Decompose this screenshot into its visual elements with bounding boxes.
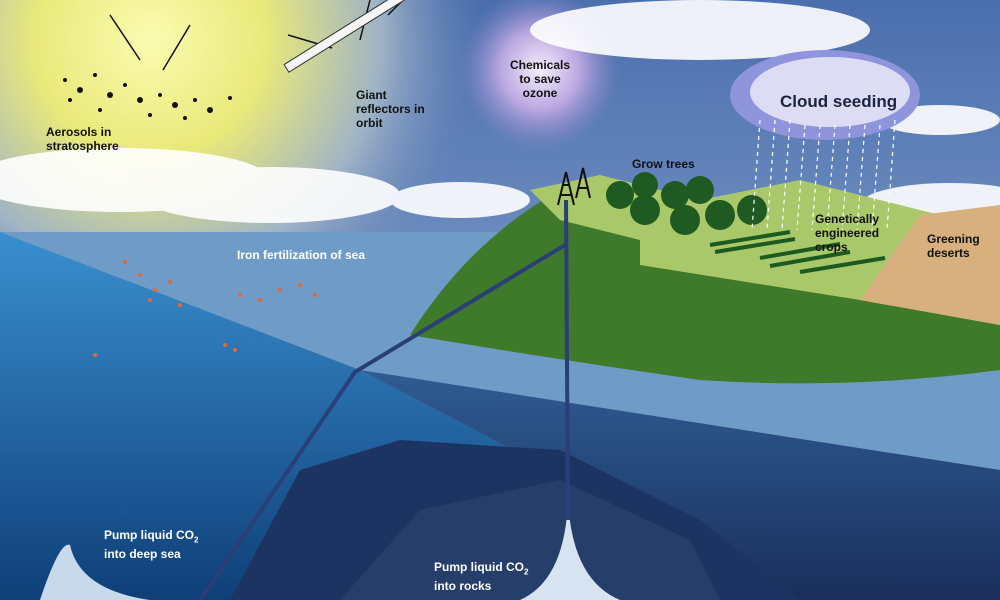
label-rocks-sub: 2 — [524, 567, 529, 577]
label-cloud-seeding: Cloud seeding — [780, 92, 898, 111]
aerosol-particles — [63, 73, 232, 120]
giant-reflector — [283, 0, 426, 73]
sunlight-arrows — [109, 0, 404, 71]
desert — [860, 205, 1000, 325]
label-reflectors: Giant reflectors in orbit — [356, 88, 425, 130]
iron-particles — [93, 260, 317, 357]
island — [410, 190, 1000, 384]
label-chemicals: Chemicals to save ozone — [509, 58, 571, 100]
label-aerosols: Aerosols in stratosphere — [46, 125, 119, 153]
trees — [606, 172, 767, 235]
rock-pipe — [564, 199, 570, 521]
label-deep-sea-suffix: into deep sea — [104, 547, 181, 562]
ocean-side-face — [360, 370, 1000, 600]
seeding-cloud-inner — [750, 57, 910, 127]
label-rocks: Pump liquid CO2 into rocks — [434, 560, 528, 593]
label-crops: Genetically engineered crops — [815, 212, 880, 254]
rain — [751, 119, 896, 231]
label-rocks-suffix: into rocks — [434, 579, 492, 594]
label-grow-trees: Grow trees — [632, 157, 695, 171]
label-iron: Iron fertilization of sea — [237, 248, 366, 262]
label-deep-sea-text: Pump liquid CO — [104, 528, 194, 542]
rock-layer — [340, 480, 720, 600]
oil-rig-icon — [557, 167, 591, 206]
label-deep-sea: Pump liquid CO2 into deep sea — [104, 528, 198, 561]
co2-rock-plume — [520, 500, 620, 600]
label-deep-sea-sub: 2 — [194, 535, 199, 545]
label-deserts: Greening deserts — [927, 232, 980, 260]
label-rocks-text: Pump liquid CO — [434, 560, 524, 574]
crop-rows — [709, 230, 886, 274]
deep-sea-pipe — [198, 243, 567, 600]
co2-deep-sea-plume — [40, 544, 150, 600]
